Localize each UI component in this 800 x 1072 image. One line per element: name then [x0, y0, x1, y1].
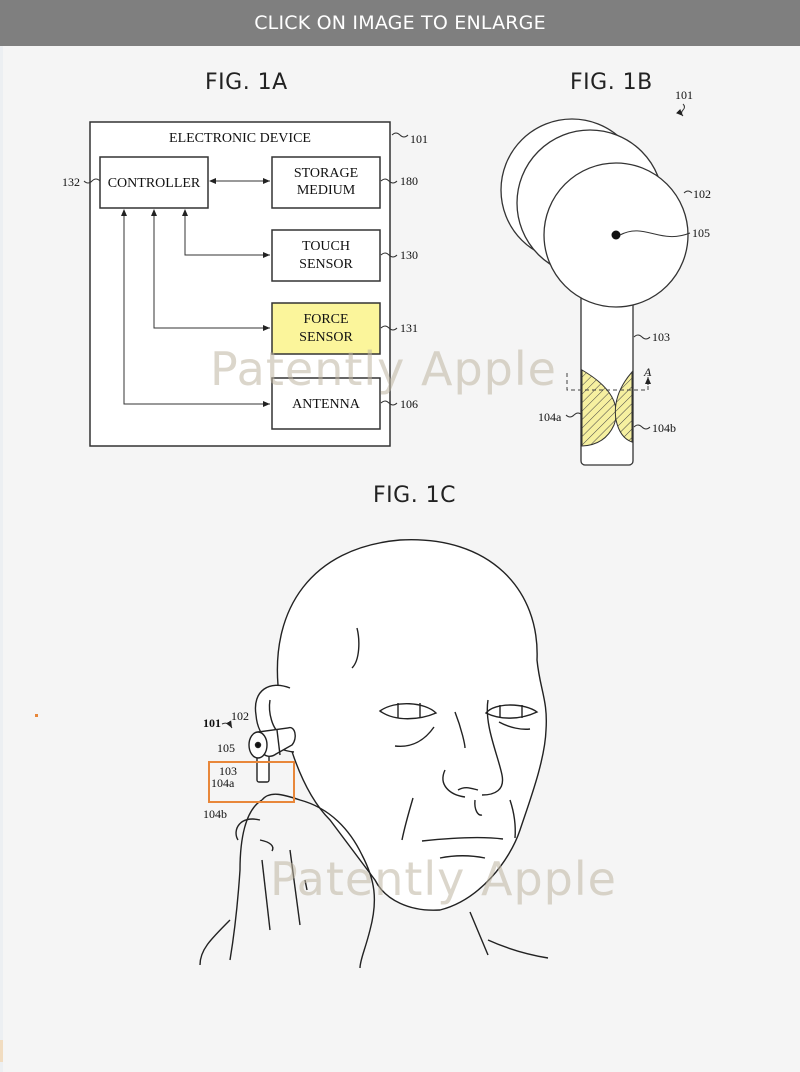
svg-text:105: 105 — [217, 741, 235, 755]
svg-text:103: 103 — [652, 330, 670, 344]
sensor-dot-105 — [611, 230, 621, 240]
svg-text:104b: 104b — [203, 807, 227, 821]
svg-text:102: 102 — [231, 709, 249, 723]
force-sensor-block — [271, 302, 381, 355]
fig-1c-title: FIG. 1C — [373, 483, 457, 508]
svg-text:130: 130 — [400, 248, 418, 262]
svg-text:ANTENNA: ANTENNA — [292, 397, 361, 412]
svg-text:105: 105 — [692, 226, 710, 240]
svg-text:106: 106 — [400, 397, 418, 411]
svg-text:101: 101 — [203, 716, 221, 730]
svg-text:STORAGE: STORAGE — [294, 166, 358, 181]
svg-text:132: 132 — [62, 175, 80, 189]
svg-text:104a: 104a — [211, 776, 235, 790]
electronic-device-label: ELECTRONIC DEVICE — [169, 131, 311, 146]
fig-1c-user-wearing-earbud — [199, 539, 549, 969]
highlight-box — [208, 761, 295, 803]
controller-block — [99, 156, 209, 209]
svg-text:104b: 104b — [652, 421, 676, 435]
fig-1b-title: FIG. 1B — [570, 70, 653, 95]
page-left-edge — [0, 46, 3, 1072]
svg-text:A: A — [643, 365, 652, 379]
click-to-enlarge-banner[interactable]: CLICK ON IMAGE TO ENLARGE — [0, 0, 800, 46]
fig-1b-earbud-drawing: 101 A 102 105 103 104a 104b — [500, 88, 711, 466]
svg-text:CONTROLLER: CONTROLLER — [108, 176, 201, 191]
svg-text:101: 101 — [410, 132, 428, 146]
fig-1c-reference-labels: 101 102 105 103 104a 104b — [203, 709, 295, 821]
svg-text:SENSOR: SENSOR — [299, 257, 353, 272]
svg-text:103: 103 — [219, 764, 237, 778]
antenna-block — [271, 377, 381, 430]
svg-text:FORCE: FORCE — [303, 312, 348, 327]
svg-text:SENSOR: SENSOR — [299, 330, 353, 345]
orange-dot-marker — [35, 714, 38, 717]
svg-text:TOUCH: TOUCH — [302, 239, 350, 254]
banner-text: CLICK ON IMAGE TO ENLARGE — [254, 12, 546, 34]
svg-text:104a: 104a — [538, 410, 562, 424]
svg-text:131: 131 — [400, 321, 418, 335]
storage-medium-block — [271, 156, 381, 209]
edge-mark — [0, 1040, 3, 1062]
fig-1a-title: FIG. 1A — [205, 70, 288, 95]
svg-text:MEDIUM: MEDIUM — [297, 183, 356, 198]
svg-text:102: 102 — [693, 187, 711, 201]
svg-text:101: 101 — [675, 88, 693, 102]
svg-text:180: 180 — [400, 174, 418, 188]
force-zone-104a — [581, 369, 617, 447]
patent-figure-image[interactable]: FIG. 1A FIG. 1B FIG. 1C ELECTRONIC DEVIC… — [0, 46, 800, 1072]
touch-sensor-block — [271, 229, 381, 282]
fig-1a-block-diagram: ELECTRONIC DEVICE 101 CONTROLLER 132 STO… — [62, 121, 428, 447]
